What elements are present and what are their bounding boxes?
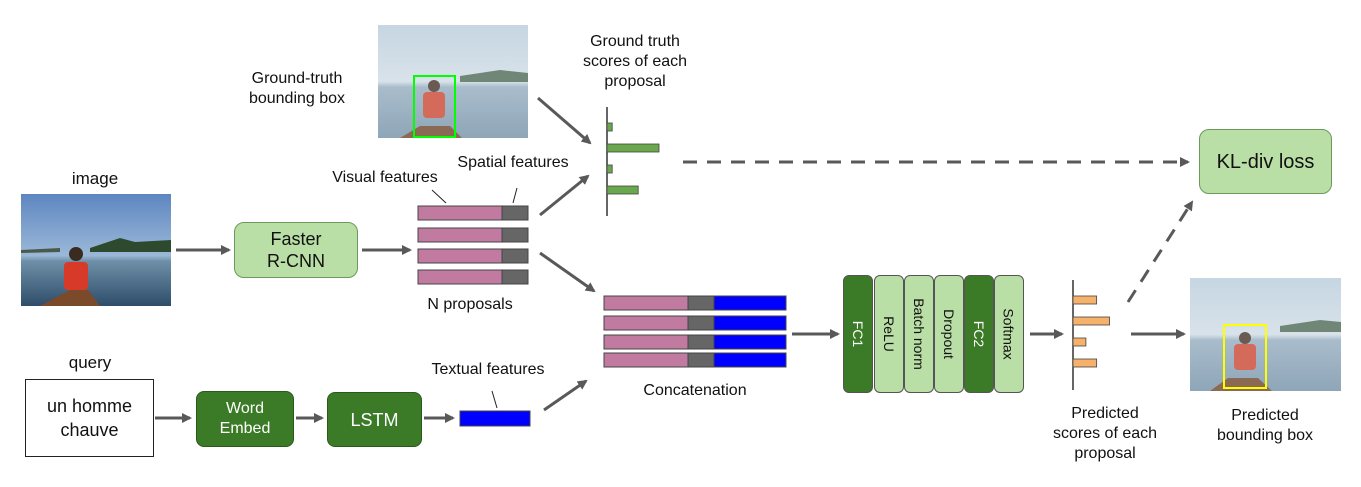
- ground-truth-bbox-label-line1: Ground-truth: [251, 70, 343, 87]
- concat-feature-row: [603, 352, 787, 368]
- mlp-layer-label: Batch norm: [911, 298, 927, 370]
- textual-features-label: Textual features: [431, 361, 545, 378]
- score-bar: [1072, 316, 1110, 326]
- query-text-line2: chauve: [60, 420, 119, 440]
- gt-scores-label-line2: scores of each: [582, 53, 688, 70]
- textual-features-pointer: [491, 390, 498, 409]
- mlp-layer-label: FC2: [970, 320, 987, 348]
- concat-feature-row: [603, 315, 787, 331]
- kl-loss-label: KL-div loss: [1216, 150, 1315, 173]
- faster-rcnn-line1: Faster: [270, 229, 322, 249]
- proposal-feature-row: [417, 205, 529, 221]
- score-bar: [1072, 295, 1098, 305]
- pred-scores-label-line3: proposal: [1074, 445, 1136, 462]
- mlp-layer-label: FC1: [849, 320, 866, 348]
- proposal-feature-row: [417, 227, 529, 243]
- concat-feature-row: [603, 334, 787, 350]
- ground-truth-box: [413, 75, 456, 138]
- predicted-image: [1190, 278, 1341, 391]
- pred-scores-bars: [1072, 295, 1110, 368]
- score-bar: [606, 122, 613, 132]
- image-label: image: [71, 169, 119, 188]
- lstm-box: LSTM: [327, 392, 422, 447]
- score-bar: [606, 185, 639, 195]
- score-bar: [606, 164, 613, 174]
- pred-scores-label-line1: Predicted: [1071, 405, 1139, 422]
- proposal-feature-row: [417, 269, 529, 285]
- input-image: [21, 194, 171, 306]
- gt-scores-label-line3: proposal: [604, 73, 666, 90]
- proposal-features: [417, 205, 529, 285]
- query-label: query: [68, 353, 112, 372]
- n-proposals-label: N proposals: [427, 296, 513, 313]
- pred-bbox-label-line2: bounding box: [1216, 427, 1314, 444]
- concatenation-label: Concatenation: [643, 382, 747, 399]
- visual-features-label: Visual features: [332, 169, 438, 186]
- arrow-textual-to-concat: [543, 379, 588, 412]
- mlp-layer-dropout: Dropout: [934, 275, 964, 393]
- proposal-feature-row: [417, 248, 529, 264]
- mlp-layer-fc1: FC1: [843, 275, 873, 393]
- score-bar: [1072, 358, 1098, 368]
- gt-scores-bars: [606, 122, 660, 195]
- ground-truth-image: [378, 25, 528, 138]
- spatial-features-pointer: [512, 187, 518, 204]
- arrow-gt-to-scores: [537, 96, 592, 145]
- mlp-layer-fc2: FC2: [964, 275, 994, 393]
- arrow-proposals-to-gt-scores: [539, 174, 590, 217]
- lstm-label: LSTM: [350, 409, 399, 430]
- word-embed-line1: Word: [226, 400, 264, 417]
- textual-feature-bar: [459, 410, 531, 427]
- score-bar: [606, 143, 660, 153]
- mlp-layer-label: ReLU: [881, 316, 898, 352]
- gt-scores-label-line1: Ground truth: [590, 33, 680, 50]
- faster-rcnn-line2: R-CNN: [267, 251, 325, 271]
- pred-bbox-label-line1: Predicted: [1231, 407, 1299, 424]
- ground-truth-bbox-label-line2: bounding box: [248, 90, 346, 107]
- arrow-pred-scores-to-loss: [1126, 200, 1194, 303]
- query-box: un homme chauve: [25, 379, 154, 457]
- mlp-layer-label: Softmax: [1001, 308, 1018, 360]
- visual-features-pointer: [431, 189, 447, 204]
- pred-scores-label-line2: scores of each: [1052, 425, 1158, 442]
- kl-loss-box: KL-div loss: [1199, 129, 1332, 194]
- concat-feature-row: [603, 295, 787, 311]
- faster-rcnn-box: Faster R-CNN: [234, 222, 358, 278]
- predicted-box: [1223, 324, 1267, 389]
- mlp-layer-batch-norm: Batch norm: [904, 275, 934, 393]
- word-embed-box: Word Embed: [196, 391, 294, 447]
- concatenated-features: [603, 295, 787, 368]
- mlp-layer-label: Dropout: [941, 309, 957, 359]
- word-embed-line2: Embed: [219, 420, 271, 437]
- score-bar: [1072, 337, 1087, 347]
- arrow-proposals-to-concat: [539, 251, 596, 293]
- mlp-layer-softmax: Softmax: [994, 275, 1024, 393]
- spatial-features-label: Spatial features: [457, 154, 569, 171]
- mlp-layer-relu: ReLU: [874, 275, 904, 393]
- query-text-line1: un homme: [46, 396, 133, 416]
